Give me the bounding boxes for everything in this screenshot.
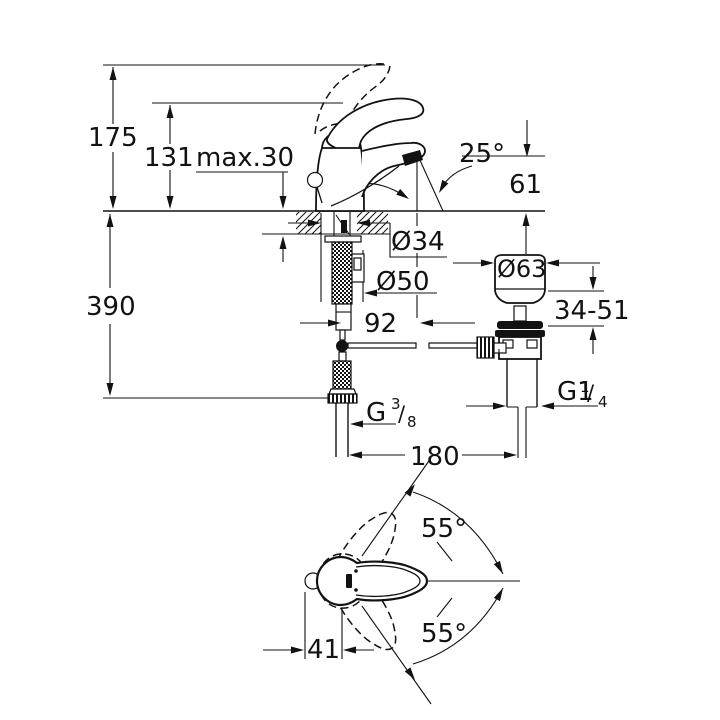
swivel-arc-lower bbox=[412, 587, 504, 665]
dim-center-distance: 180 bbox=[410, 442, 460, 472]
dim-handle-swivel-upper: 55° bbox=[421, 514, 467, 544]
pop-up-waste bbox=[476, 254, 546, 458]
waste-flange bbox=[494, 254, 546, 304]
faucet-body bbox=[306, 63, 426, 212]
dim-shank-diameter: Ø34 bbox=[391, 227, 445, 257]
pop-up-rod bbox=[347, 342, 417, 349]
mounting-hardware bbox=[324, 212, 478, 457]
thread-slash: / bbox=[398, 402, 406, 426]
pop-up-rod-knob bbox=[306, 171, 324, 189]
rod-ball-joint bbox=[336, 340, 348, 352]
hose-coupling bbox=[335, 303, 352, 331]
supply-nut bbox=[327, 393, 358, 404]
handle-marking bbox=[346, 574, 352, 588]
flex-hose-end bbox=[332, 360, 352, 390]
thread-denominator: 8 bbox=[407, 413, 417, 431]
swivel-line-lower bbox=[361, 605, 432, 705]
aerator bbox=[402, 150, 423, 166]
thread-prefix: G bbox=[366, 398, 386, 428]
waste-thread-label: G1 1 / 4 bbox=[466, 377, 608, 411]
threaded-shank bbox=[331, 241, 353, 305]
swivel-line-upper bbox=[361, 457, 432, 557]
dim-handle-swivel-lower: 55° bbox=[421, 619, 467, 649]
thread-slash: / bbox=[587, 381, 595, 405]
raised-handle-dashed bbox=[314, 63, 385, 135]
dim-height-to-lever: 131 bbox=[144, 143, 194, 173]
dim-base-diameter: Ø50 bbox=[376, 267, 430, 297]
washer bbox=[324, 235, 362, 243]
seal-ring bbox=[497, 321, 543, 329]
dim-overall-height: 175 bbox=[88, 123, 138, 153]
handle-inner-line bbox=[355, 564, 421, 598]
thread-numerator: 3 bbox=[391, 395, 401, 413]
plug-pin bbox=[513, 305, 527, 322]
handle-top-view bbox=[315, 555, 429, 607]
dim-spout-projection: 92 bbox=[364, 309, 397, 339]
swivel-arc-upper bbox=[412, 491, 504, 575]
rod-clamp bbox=[493, 342, 507, 354]
dim-max-deck-thickness: max.30 bbox=[196, 143, 294, 173]
pop-up-rod bbox=[428, 342, 478, 349]
thread-numerator: 1 bbox=[580, 378, 590, 396]
seal-ring bbox=[495, 330, 545, 337]
dim-hose-length: 390 bbox=[86, 292, 136, 322]
dim-spray-angle: 25° bbox=[459, 139, 505, 169]
dim-clamping-range: 34-51 bbox=[554, 296, 630, 326]
dim-handle-offset: 41 bbox=[307, 635, 340, 665]
front-view: 175 131 max.30 390 25° 61 bbox=[86, 63, 630, 472]
thread-prefix: G1 bbox=[557, 377, 594, 407]
top-view: 55° 55° 41 bbox=[263, 457, 520, 705]
dim-waste-flange-diameter: Ø63 bbox=[497, 255, 546, 283]
raised-handle-dashed bbox=[338, 65, 391, 145]
supply-thread-label: G 3 / 8 bbox=[350, 395, 417, 431]
lever-handle bbox=[326, 97, 425, 150]
dim-spout-height: 61 bbox=[509, 170, 542, 200]
thread-denominator: 4 bbox=[598, 393, 608, 411]
body-contour-line bbox=[330, 165, 400, 207]
lever-knob bbox=[476, 336, 495, 359]
faucet-column bbox=[315, 147, 365, 212]
